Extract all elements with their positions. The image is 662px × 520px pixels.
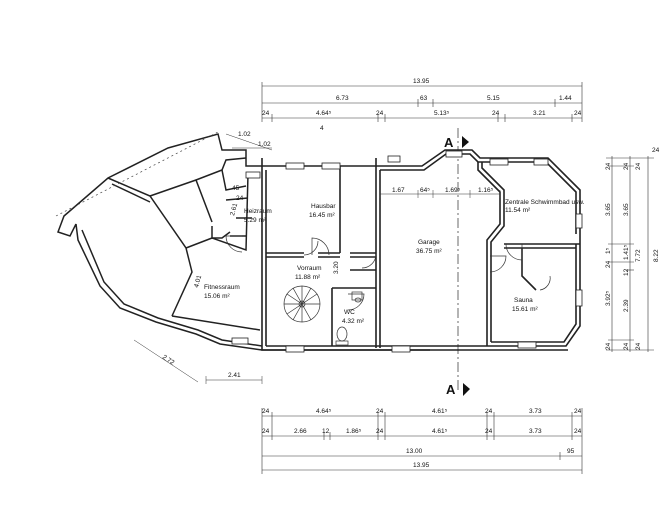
dim-right-d1: 8.22: [653, 249, 660, 262]
dim-top-row3-5: 24: [492, 110, 500, 117]
dim-right-b5: 2.39: [623, 299, 630, 312]
dim-left-272: 2.72: [161, 354, 176, 367]
dim-right-c2: 7.72: [635, 249, 642, 262]
doors: [225, 235, 551, 311]
dim-bot1-4: 4.61⁵: [432, 408, 448, 415]
corner-dim-lines: [225, 133, 273, 151]
dim-garage-2: 64⁵: [420, 187, 430, 194]
dim-right-c1: 24: [635, 162, 642, 170]
dim-top-row3-4: 5.13⁵: [434, 110, 450, 117]
dim-bot2-1: 24: [262, 428, 270, 435]
dim-right-b2: 3.65: [623, 203, 630, 216]
dim-right-a3: 1⁵: [605, 247, 612, 254]
dim-top-total: 13.95: [413, 78, 430, 85]
room-hausbar-area: 16.45 m²: [309, 212, 335, 219]
room-zentrale-area: 11.54 m²: [505, 207, 531, 214]
windows: [231, 150, 583, 353]
dim-top-row3-6: 3.21: [533, 110, 546, 117]
dim-garage-4: 1.16⁵: [478, 187, 494, 194]
room-zentrale-name: Zentrale Schwimmbad usw.: [505, 199, 585, 206]
dim-fitness-401: 4.01: [193, 274, 203, 288]
room-hausbar-name: Hausbar: [311, 203, 336, 210]
section-label-bottom: A: [446, 382, 456, 397]
dim-top-row3-7: 24: [574, 110, 582, 117]
dim-misc-4: 4: [320, 125, 324, 132]
dim-heiz-45: 45: [232, 185, 240, 192]
dim-bot1-7: 24: [574, 408, 582, 415]
section-arrow-top-icon: [462, 136, 469, 148]
dim-bot2-2: 2.66: [294, 428, 307, 435]
dim-heiz-24: 24: [236, 195, 244, 202]
room-fitness-name: Fitnessraum: [204, 284, 240, 291]
dim-corner-2: 1.02: [258, 141, 271, 148]
dim-right-a1: 24: [605, 162, 612, 170]
room-vorraum-name: Vorraum: [297, 265, 322, 272]
dim-right-a5: 3.92⁵: [605, 290, 612, 306]
room-sauna-area: 15.61 m²: [512, 306, 538, 313]
dim-bot1-1: 24: [262, 408, 270, 415]
dim-top-row3-2: 4.64⁵: [316, 110, 332, 117]
room-vorraum-area: 11.88 m²: [295, 274, 321, 281]
bottom-dimension-chains: [261, 408, 583, 474]
dim-bot2-9: 24: [574, 428, 582, 435]
dim-right-top-24: 24: [652, 147, 660, 154]
room-garage-name: Garage: [418, 239, 440, 246]
dim-bot1-5: 24: [485, 408, 493, 415]
west-wing-walls: [57, 133, 263, 351]
dim-right-a2: 3.65: [605, 203, 612, 216]
dim-top-row3-3: 24: [376, 110, 384, 117]
room-sauna-name: Sauna: [514, 297, 533, 304]
top-dimension-chains: [261, 82, 583, 122]
room-garage-area: 36.75 m²: [416, 248, 442, 255]
dim-garage-3: 1.69⁵: [445, 187, 461, 194]
dim-top-row3-1: 24: [262, 110, 270, 117]
dim-bot2-8: 3.73: [529, 428, 542, 435]
dim-heiz-261: 2.61: [229, 202, 239, 216]
dim-right-b3: 1.41⁵: [623, 244, 630, 260]
dim-right-b1: 24: [623, 162, 630, 170]
dim-bot-total: 13.95: [413, 462, 430, 469]
dim-top-row2-3: 5.15: [487, 95, 500, 102]
dim-corner-1: 1.02: [238, 131, 251, 138]
dim-vorraum-320: 3.20: [333, 261, 340, 274]
room-fitness-area: 15.06 m²: [204, 293, 230, 300]
dim-bot2-7: 24: [485, 428, 493, 435]
room-heizraum-name: Heizraum: [244, 208, 272, 215]
dim-bot2-4: 1.86⁵: [346, 428, 362, 435]
section-arrow-bottom-icon: [463, 383, 470, 396]
dim-bot3-2: 95: [567, 448, 575, 455]
dim-top-row2-1: 6.73: [336, 95, 349, 102]
spiral-staircase: [283, 285, 321, 323]
room-wc-area: 4.32 m²: [342, 318, 365, 325]
dim-bot2-3: 12: [322, 428, 330, 435]
dim-right-a4: 24: [605, 260, 612, 268]
right-dimension-chains: [606, 156, 654, 352]
wc-fixtures: [335, 291, 363, 346]
section-label-top: A: [444, 135, 454, 150]
dim-right-b4: 12: [623, 268, 630, 276]
property-line: [55, 131, 219, 217]
dim-bot1-2: 4.64⁵: [316, 408, 332, 415]
dim-right-b6: 24: [623, 342, 630, 350]
dim-right-a6: 24: [605, 342, 612, 350]
room-wc-name: WC: [344, 309, 355, 316]
dim-left-241: 2.41: [228, 372, 241, 379]
garage-dim-line: [379, 190, 501, 198]
dim-garage-1: 1.67: [392, 187, 405, 194]
dim-top-row2-4: 1.44: [559, 95, 572, 102]
dim-bot2-6: 4.61⁵: [432, 428, 448, 435]
dim-bot1-6: 3.73: [529, 408, 542, 415]
dim-bot1-3: 24: [376, 408, 384, 415]
dim-bot3-1: 13.00: [406, 448, 423, 455]
left-dim-lines: [133, 339, 263, 384]
dim-top-row2-2: 63: [420, 95, 428, 102]
room-heizraum-area: 5.29 m²: [244, 217, 267, 224]
dim-right-c3: 24: [635, 342, 642, 350]
dim-bot2-5: 24: [376, 428, 384, 435]
